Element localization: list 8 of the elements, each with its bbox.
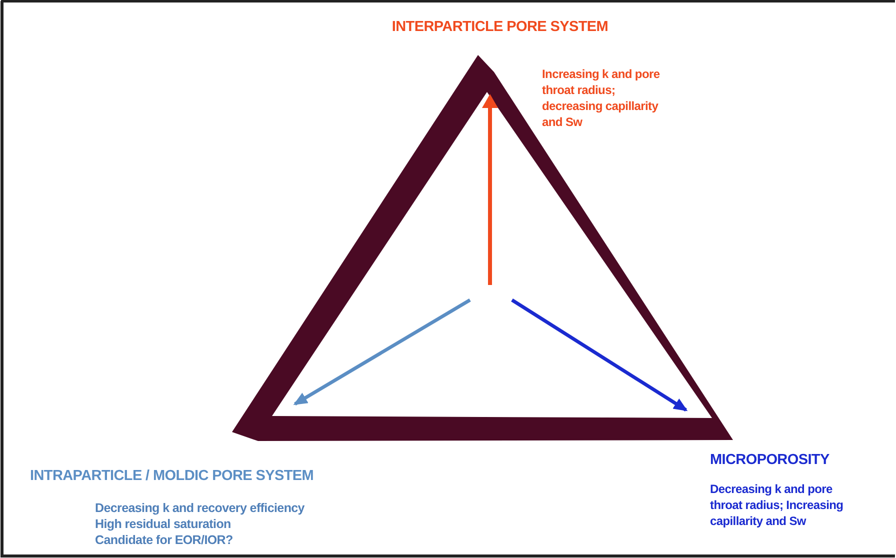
heading: INTERPARTICLE PORE SYSTEM [390,19,610,35]
description: High residual saturation [95,516,232,532]
description: Candidate for EOR/IOR? [95,532,234,548]
description: Decreasing k and recovery efficiency [95,500,306,516]
heading: INTRAPARTICLE / MOLDIC PORE SYSTEM [30,468,315,484]
description: Increasing k and pore throat radius; decreasing capillarity and Sw [542,66,661,130]
heading: MICROPOROSITY [710,452,830,468]
description: Decreasing k and pore throat radius; Increasing capillarity and Sw [710,481,844,529]
